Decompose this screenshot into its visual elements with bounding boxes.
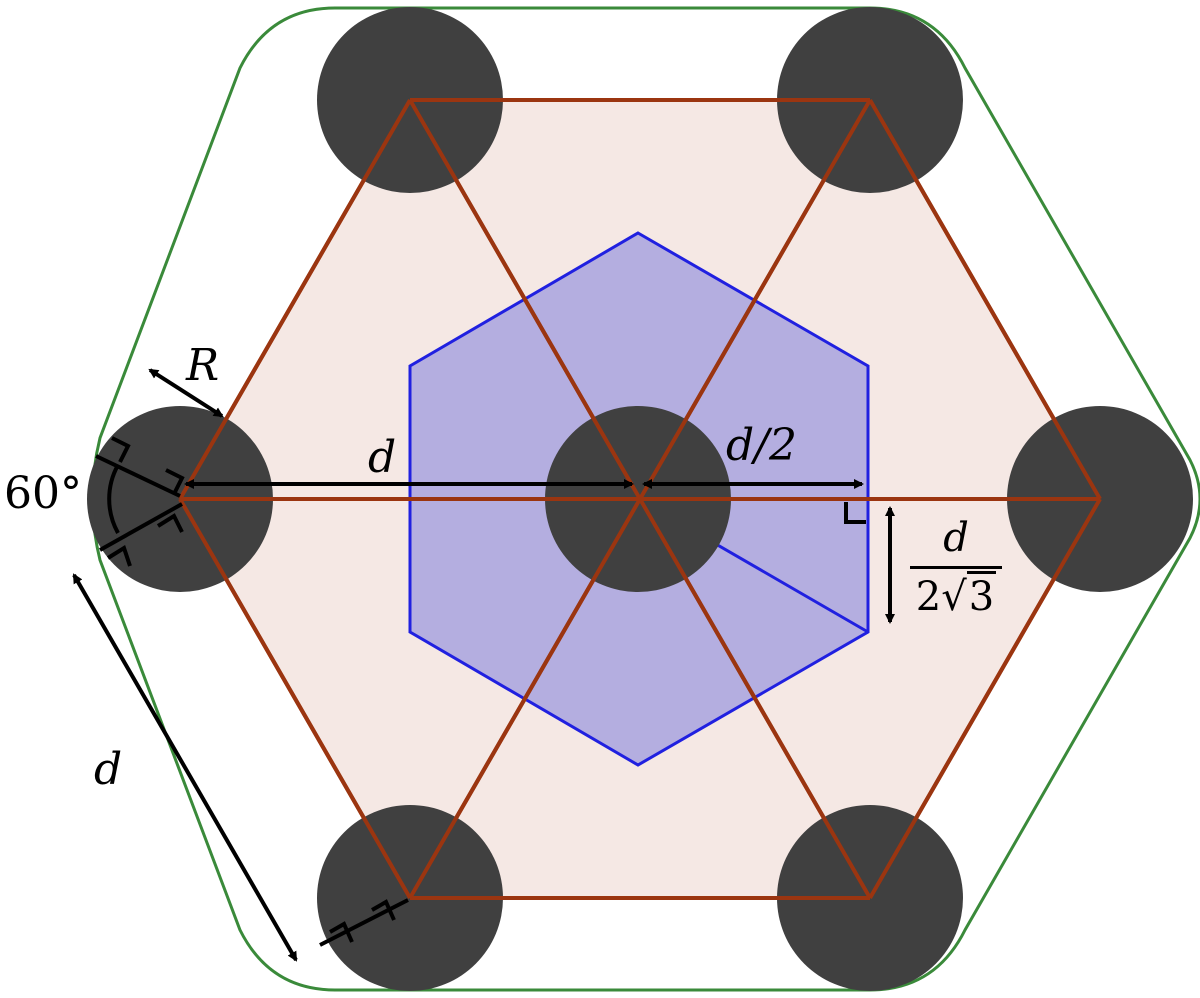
side-label: d bbox=[94, 744, 123, 795]
half-spacing-label: d/2 bbox=[726, 420, 797, 471]
lattice-overlay bbox=[178, 98, 1102, 900]
angle-marks bbox=[95, 436, 866, 947]
fraction-bar bbox=[910, 566, 1002, 569]
spacing-label-top: d bbox=[368, 432, 397, 483]
arrow-radius bbox=[148, 368, 224, 418]
apothem-denominator: 2√3 bbox=[906, 571, 1006, 621]
apothem-fraction: d 2√3 bbox=[906, 514, 1006, 621]
angle-arc bbox=[107, 464, 120, 534]
arrow-side-d bbox=[72, 573, 298, 962]
outer-hexagon bbox=[91, 6, 1200, 992]
radius-label: R bbox=[186, 340, 220, 391]
dimension-arrows bbox=[72, 368, 895, 962]
apothem-numerator: d bbox=[943, 515, 969, 561]
angle-label: 60° bbox=[4, 468, 82, 519]
